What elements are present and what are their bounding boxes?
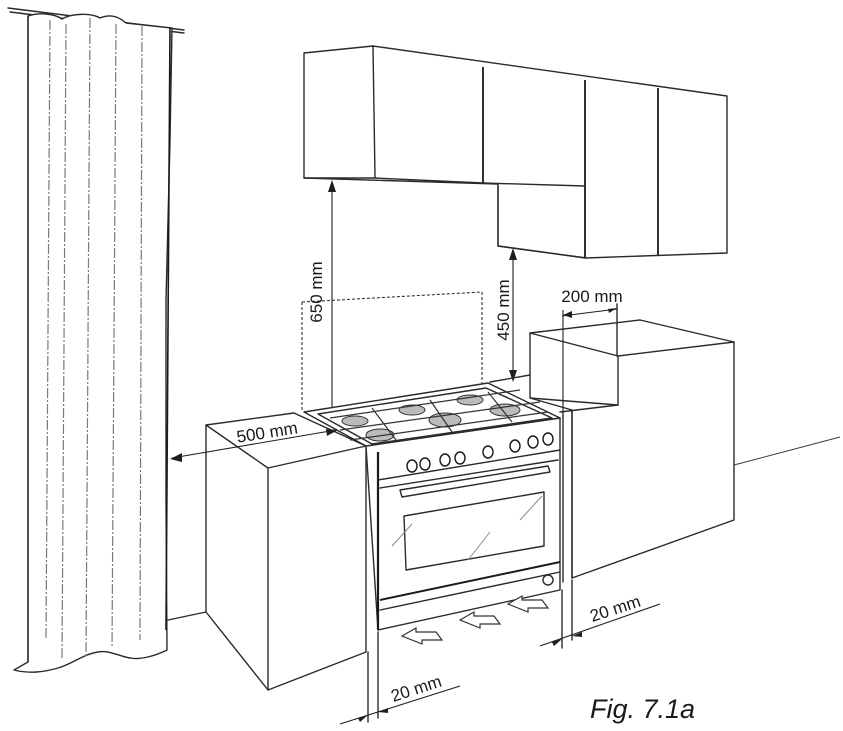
knob-icon [439, 453, 451, 467]
airflow-arrows [400, 594, 550, 645]
dim-label-450: 450 mm [494, 279, 513, 340]
curtain [7, 7, 185, 673]
left-base-cabinet: 500 mm [170, 412, 367, 691]
knob-icon [542, 432, 554, 446]
dim-label-200: 200 mm [561, 287, 622, 306]
knob-icon [509, 439, 521, 453]
knob-icon [454, 451, 466, 465]
knob-icon [527, 435, 539, 449]
dim-label-20-left: 20 mm [389, 672, 444, 706]
cooker [303, 382, 561, 645]
knob-icon [482, 445, 494, 459]
control-knobs [406, 432, 554, 473]
knob-icon [406, 459, 418, 473]
floor-wall-lines [167, 436, 841, 621]
wall-cabinets [303, 45, 728, 259]
right-base-cabinet: 200 mm [489, 287, 735, 583]
dimension-650: 650 mm [307, 180, 336, 412]
dimension-450: 450 mm [494, 248, 517, 382]
dim-label-20-right: 20 mm [588, 592, 643, 626]
dim-label-650: 650 mm [307, 261, 326, 322]
hob-burners [329, 389, 549, 442]
figure-caption: Fig. 7.1a [590, 694, 695, 724]
knob-icon [419, 457, 431, 471]
